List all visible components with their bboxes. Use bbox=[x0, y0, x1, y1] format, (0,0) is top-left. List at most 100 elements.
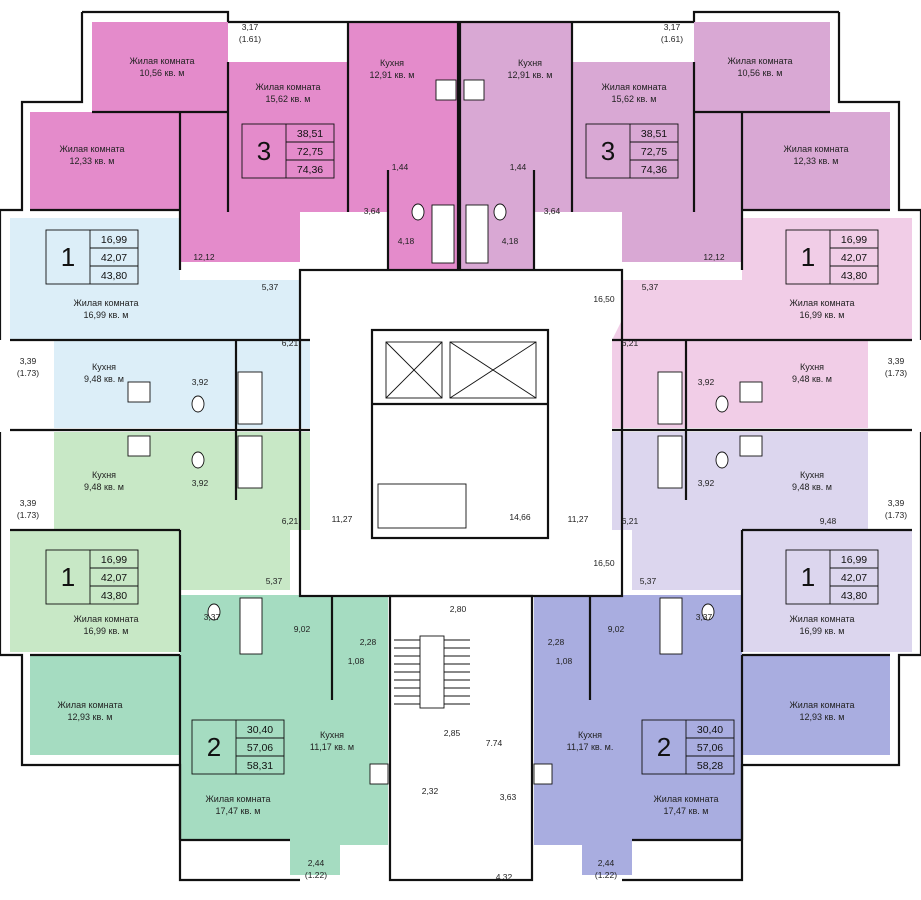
room-name: Жилая комната bbox=[783, 144, 848, 154]
room-count: 3 bbox=[601, 136, 615, 166]
bathtub-icon bbox=[239, 597, 263, 655]
apartment-badge: 1 16,99 42,07 43,80 bbox=[45, 229, 139, 285]
total-area: 57,06 bbox=[247, 742, 273, 754]
total-area: 72,75 bbox=[297, 146, 323, 158]
dimension: 4,18 bbox=[398, 236, 415, 246]
dimension: 3,39 bbox=[20, 356, 37, 366]
dimension: 16,50 bbox=[593, 558, 615, 568]
toilet-icon bbox=[191, 395, 205, 413]
toilet-icon bbox=[715, 395, 729, 413]
apt3-left-fill bbox=[30, 22, 458, 270]
dimension: 5,37 bbox=[266, 576, 283, 586]
bathtub-icon bbox=[431, 204, 455, 264]
apt2-left-fill bbox=[30, 595, 388, 875]
dimension: (1.22) bbox=[595, 870, 617, 880]
bathtub-icon bbox=[237, 435, 263, 489]
toilet-icon bbox=[493, 203, 507, 221]
bathtub-icon bbox=[237, 371, 263, 425]
living-area: 16,99 bbox=[101, 554, 127, 566]
dimension: 6,21 bbox=[282, 516, 299, 526]
room-area: 9,48 кв. м bbox=[792, 482, 832, 492]
fixtures bbox=[127, 79, 763, 785]
living-area: 38,51 bbox=[297, 128, 323, 140]
stove-icon bbox=[127, 381, 151, 403]
dimension: 6,21 bbox=[282, 338, 299, 348]
total-area: 42,07 bbox=[841, 252, 867, 264]
room-name: Жилая комната bbox=[73, 614, 138, 624]
apartment-badge: 3 38,51 72,75 74,36 bbox=[241, 123, 335, 179]
room-count: 1 bbox=[801, 562, 815, 592]
bathtub-icon bbox=[657, 435, 683, 489]
dimension: (1.61) bbox=[661, 34, 683, 44]
dimension: 4,32 bbox=[496, 872, 513, 882]
living-area: 30,40 bbox=[697, 724, 723, 736]
full-area: 43,80 bbox=[841, 590, 867, 602]
dimension: 3,39 bbox=[888, 356, 905, 366]
dimension: 3,92 bbox=[192, 478, 209, 488]
full-area: 43,80 bbox=[101, 270, 127, 282]
room-name: Жилая комната bbox=[789, 614, 854, 624]
dimension: 12,12 bbox=[703, 252, 725, 262]
stove-icon bbox=[435, 79, 457, 101]
room-area: 12,93 кв. м bbox=[800, 712, 845, 722]
living-area: 16,99 bbox=[841, 554, 867, 566]
toilet-icon bbox=[207, 603, 221, 621]
apt1-top-left-fill bbox=[10, 218, 300, 340]
stove-icon bbox=[739, 435, 763, 457]
room-name: Жилая комната bbox=[727, 56, 792, 66]
dimension: 3,37 bbox=[204, 612, 221, 622]
dimension: 9,02 bbox=[608, 624, 625, 634]
room-count: 2 bbox=[207, 732, 221, 762]
room-area: 9,48 кв. м bbox=[84, 482, 124, 492]
full-area: 58,28 bbox=[697, 760, 723, 772]
room-area: 10,56 кв. м bbox=[738, 68, 783, 78]
dimension: 3,64 bbox=[544, 206, 561, 216]
room-area: 16,99 кв. м bbox=[84, 626, 129, 636]
dimension: 6,21 bbox=[622, 338, 639, 348]
room-area: 9,48 кв. м bbox=[84, 374, 124, 384]
dimension: 3,39 bbox=[888, 498, 905, 508]
dimension: 11,27 bbox=[568, 514, 589, 524]
room-name: Жилая комната bbox=[255, 82, 320, 92]
total-area: 42,07 bbox=[841, 572, 867, 584]
dimension: 5,37 bbox=[262, 282, 279, 292]
room-area: 11,17 кв. м bbox=[310, 742, 354, 752]
dimension: 14,66 bbox=[509, 512, 531, 522]
living-area: 16,99 bbox=[101, 234, 127, 246]
dimension: 3,92 bbox=[698, 377, 715, 387]
stove-icon bbox=[127, 435, 151, 457]
dimension: 3,92 bbox=[192, 377, 209, 387]
dimension: 11,27 bbox=[332, 514, 353, 524]
room-name: Жилая комната bbox=[129, 56, 194, 66]
room-name: Кухня bbox=[578, 730, 602, 740]
room-area: 12,33 кв. м bbox=[70, 156, 115, 166]
dimension: 3,64 bbox=[364, 206, 381, 216]
room-area: 16,99 кв. м bbox=[800, 626, 845, 636]
apartment-badges: 3 38,51 72,75 74,36 3 38,51 72,75 74,36 … bbox=[45, 123, 879, 775]
elevator-shaft bbox=[449, 341, 537, 399]
dimension: 16,50 bbox=[593, 294, 615, 304]
apartment-badge: 2 30,40 57,06 58,28 bbox=[641, 719, 735, 775]
full-area: 43,80 bbox=[841, 270, 867, 282]
full-area: 74,36 bbox=[297, 164, 323, 176]
walls bbox=[0, 10, 921, 882]
stove-icon bbox=[369, 763, 389, 785]
room-area: 17,47 кв. м bbox=[216, 806, 261, 816]
room-count: 1 bbox=[801, 242, 815, 272]
full-area: 58,31 bbox=[247, 760, 273, 772]
bathtub-icon bbox=[657, 371, 683, 425]
dimension-labels: 3,17 (1.61) 3,17 (1.61) 1,44 1,44 3,64 3… bbox=[17, 22, 907, 882]
room-area: 10,56 кв. м bbox=[140, 68, 185, 78]
room-count: 1 bbox=[61, 562, 75, 592]
staircase bbox=[394, 635, 470, 709]
dimension: 2,28 bbox=[360, 637, 377, 647]
apt1-top-left-fill-b bbox=[54, 320, 300, 340]
dimension: 2,80 bbox=[450, 604, 467, 614]
dimension: 5,37 bbox=[642, 282, 659, 292]
toilet-icon bbox=[715, 451, 729, 469]
room-area: 16,99 кв. м bbox=[84, 310, 129, 320]
toilet-icon bbox=[701, 603, 715, 621]
dimension: 3,63 bbox=[500, 792, 517, 802]
full-area: 43,80 bbox=[101, 590, 127, 602]
